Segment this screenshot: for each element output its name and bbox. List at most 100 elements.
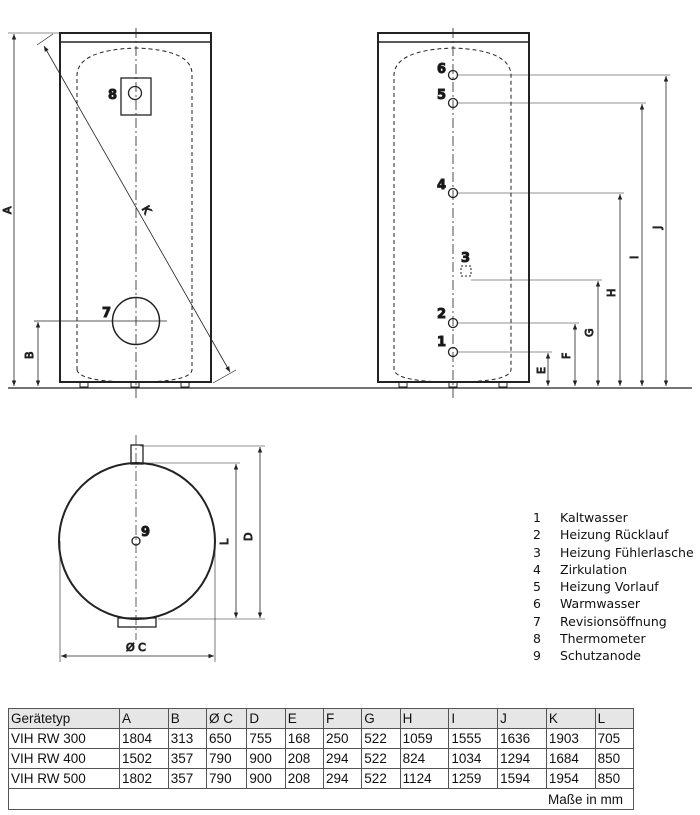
- top-view: [58, 435, 265, 662]
- legend-number: 7: [533, 613, 541, 629]
- front-view: [8, 28, 237, 400]
- table-cell: 850: [594, 748, 635, 769]
- legend-label: Heizung Rücklauf: [560, 527, 669, 543]
- marker-6: 6: [437, 62, 446, 77]
- dim-label-l: L: [218, 538, 231, 545]
- legend-number: 4: [533, 561, 541, 577]
- technical-drawing: A B K 8 7 E F G H I J 6 5 4 3 2 1: [1, 28, 692, 662]
- dim-label-a: A: [1, 206, 14, 214]
- dim-label-g: G: [583, 328, 596, 337]
- column-header: E: [284, 708, 325, 729]
- column-header: G: [361, 708, 401, 729]
- table-cell: 705: [594, 728, 635, 749]
- marker-7: 7: [102, 306, 111, 321]
- table-cell: 357: [167, 748, 208, 769]
- legend: 1 Kaltwasser 2 Heizung Rücklauf 3 Heizung Füh…: [530, 509, 694, 665]
- marker-4: 4: [437, 178, 446, 193]
- side-view: [377, 28, 670, 400]
- marker-9: 9: [141, 525, 150, 540]
- table-cell: 168: [284, 728, 325, 749]
- legend-number: 1: [533, 510, 541, 525]
- dim-label-f: F: [560, 353, 573, 359]
- table-cell: 1684: [545, 748, 596, 769]
- legend-number: 5: [533, 579, 541, 595]
- dim-label-d: D: [242, 533, 255, 541]
- table-cell: 900: [246, 768, 286, 789]
- legend-item: 2 Heizung Rücklauf: [530, 526, 694, 543]
- table-cell: 1954: [545, 768, 596, 789]
- table-cell: 850: [594, 768, 635, 789]
- legend-label: Zirkulation: [560, 561, 628, 577]
- legend-label: Kaltwasser: [560, 510, 628, 525]
- column-header: J: [497, 708, 547, 729]
- table-cell: 1502: [119, 748, 169, 769]
- legend-label: Heizung Vorlauf: [560, 579, 659, 595]
- table-cell: 208: [284, 748, 325, 769]
- column-header: K: [545, 708, 596, 729]
- marker-2: 2: [437, 307, 446, 322]
- column-header: Gerätetyp: [8, 708, 120, 729]
- legend-label: Thermometer: [560, 631, 646, 647]
- table-cell: 1555: [448, 728, 499, 749]
- table-cell: 1594: [497, 768, 547, 789]
- table-cell: 1636: [497, 728, 547, 749]
- column-header: H: [399, 708, 450, 729]
- marker-1: 1: [437, 335, 446, 350]
- dim-label-h: H: [605, 289, 618, 297]
- table-cell: 250: [322, 728, 363, 749]
- table-cell: VIH RW 300: [8, 728, 120, 749]
- table-cell: 313: [167, 728, 208, 749]
- units-note: Maße in mm: [8, 788, 634, 810]
- legend-number: 9: [533, 648, 541, 664]
- legend-number: 3: [533, 544, 541, 560]
- table-cell: 1802: [119, 768, 169, 789]
- dim-label-i: I: [628, 256, 641, 259]
- legend-item: 9 Schutzanode: [530, 647, 694, 664]
- dim-label-k: K: [139, 204, 154, 217]
- legend-number: 8: [533, 631, 541, 647]
- table-cell: 790: [206, 748, 248, 769]
- dim-label-c: Ø C: [126, 641, 146, 654]
- table-cell: 208: [284, 768, 325, 789]
- table-cell: VIH RW 500: [8, 768, 120, 789]
- legend-label: Revisionsöffnung: [560, 613, 667, 629]
- table-cell: 1259: [448, 768, 499, 789]
- table-cell: 294: [322, 748, 363, 769]
- column-header: B: [167, 708, 208, 729]
- table-cell: 1124: [399, 768, 450, 789]
- legend-label: Heizung Fühlerlasche: [560, 544, 694, 560]
- column-header: D: [246, 708, 286, 729]
- dim-label-e: E: [535, 367, 548, 374]
- legend-number: 2: [533, 527, 541, 543]
- marker-3: 3: [461, 251, 470, 266]
- legend-item: 7 Revisionsöffnung: [530, 613, 694, 630]
- legend-label: Warmwasser: [560, 596, 641, 612]
- table-cell: 1903: [545, 728, 596, 749]
- table-cell: 1034: [448, 748, 499, 769]
- table-cell: 900: [246, 748, 286, 769]
- column-header: F: [322, 708, 363, 729]
- table-footer-row: Maße in mm: [8, 788, 634, 810]
- table-cell: 522: [361, 768, 401, 789]
- table-cell: 1294: [497, 748, 547, 769]
- dim-label-j: J: [651, 226, 664, 230]
- table-cell: 790: [206, 768, 248, 789]
- marker-5: 5: [437, 88, 446, 103]
- legend-item: 8 Thermometer: [530, 630, 694, 647]
- table-cell: 294: [322, 768, 363, 789]
- table-cell: 522: [361, 748, 401, 769]
- legend-label: Schutzanode: [560, 648, 641, 664]
- dim-label-b: B: [23, 351, 36, 359]
- legend-item: 1 Kaltwasser: [530, 509, 694, 526]
- legend-item: 4 Zirkulation: [530, 561, 694, 578]
- table-cell: 1804: [119, 728, 169, 749]
- table-cell: 824: [399, 748, 450, 769]
- table-cell: 357: [167, 768, 208, 789]
- column-header: A: [119, 708, 169, 729]
